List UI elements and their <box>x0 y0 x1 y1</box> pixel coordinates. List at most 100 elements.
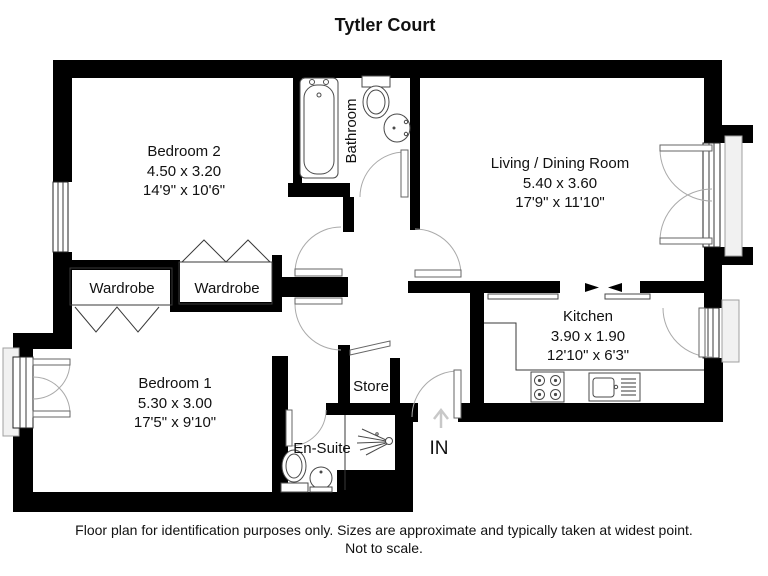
wall-right-mid <box>704 247 722 308</box>
ensuite-door-leaf <box>285 409 293 447</box>
labels: Tytler Court Bedroom 2 4.50 x 3.20 14'9"… <box>75 15 693 556</box>
wardrobe-right-bifold <box>181 239 271 263</box>
bay-door-arc-bottom <box>32 376 71 415</box>
wall-wardrobe-right-bottom <box>170 302 282 312</box>
bedroom2-door-arc <box>294 226 342 274</box>
wall-bathroom-stub <box>343 197 354 232</box>
footer-line2: Not to scale. <box>345 540 423 556</box>
door-arcs <box>32 148 713 447</box>
wall-kitchen-top-left <box>484 281 560 293</box>
kitchen-counter-top-left <box>487 293 559 300</box>
kitchen-metric: 3.90 x 1.90 <box>551 328 625 345</box>
kitchen-window-door-leaf <box>698 307 706 358</box>
wall-entry-left <box>398 403 418 422</box>
wall-hall-living <box>408 281 470 293</box>
living-window-sill <box>724 135 743 257</box>
wall-wardrobe-right-east <box>272 255 282 312</box>
bathroom-door-leaf <box>400 149 409 198</box>
entrance-arrow-icon <box>433 407 449 428</box>
kitchen-opening-arrows <box>585 283 622 292</box>
wall-top <box>53 60 722 78</box>
wardrobe-left-box <box>69 267 173 306</box>
bathroom-sink <box>383 113 411 143</box>
wall-door-bar <box>276 277 348 297</box>
ensuite-fixtures <box>280 415 393 493</box>
french-door-arc-top <box>659 148 713 202</box>
ensuite-label: En-Suite <box>293 440 351 457</box>
wall-bathroom-right <box>410 75 420 230</box>
french-door-arc-bottom <box>659 188 713 242</box>
entrance-door-arc <box>411 370 459 418</box>
wall-bay-top <box>13 349 33 357</box>
arrow-left-icon <box>608 283 622 292</box>
kitchen-counter-edge <box>484 322 704 371</box>
wardrobes <box>69 239 273 333</box>
ensuite-toilet <box>280 449 309 493</box>
bedroom2-label: Bedroom 2 <box>147 143 220 160</box>
entrance-label: IN <box>430 438 449 459</box>
wall-wardrobe-left-top <box>68 260 178 270</box>
wall-store-left <box>338 345 350 407</box>
bedroom1-door-leaf <box>294 297 343 305</box>
wall-store-right <box>390 358 400 407</box>
bedroom2-metric: 4.50 x 3.20 <box>147 163 221 180</box>
wall-wardrobe-divider <box>170 260 180 312</box>
bedroom1-bay-window <box>12 356 34 429</box>
living-metric: 5.40 x 3.60 <box>523 175 597 192</box>
windows <box>12 142 721 429</box>
bedroom2-window <box>52 181 69 253</box>
bathtub <box>299 77 339 179</box>
bedroom2-door-leaf <box>294 268 343 277</box>
door-leaves <box>32 144 713 447</box>
kitchen-imperial: 12'10" x 6'3" <box>547 347 629 364</box>
wall-shower-block <box>337 470 413 512</box>
living-label: Living / Dining Room <box>491 155 629 172</box>
living-french-window <box>702 142 721 248</box>
wall-bottom-left <box>13 492 355 512</box>
living-imperial: 17'9" x 11'10" <box>515 194 605 211</box>
footer-line1: Floor plan for identification purposes o… <box>75 522 693 538</box>
shower-head-icon <box>356 428 393 456</box>
arrow-right-icon <box>585 283 599 292</box>
wall-bathroom-bottom <box>288 183 350 197</box>
kitchen-window <box>702 307 720 359</box>
bathroom-toilet <box>361 75 391 119</box>
wall-ensuite-right <box>395 415 413 472</box>
wall-right-top <box>704 78 722 125</box>
bedroom1-door-arc <box>294 303 342 351</box>
wall-right-kitchen <box>704 358 723 422</box>
ensuite-door-arc <box>289 409 327 447</box>
wall-kitchen-top-right <box>640 281 705 293</box>
wall-bay-bottom <box>13 428 33 512</box>
store-door-leaf <box>349 340 391 356</box>
bedroom1-metric: 5.30 x 3.00 <box>138 395 212 412</box>
living-door-leaf <box>414 269 462 278</box>
kitchen-window-sill <box>721 299 740 363</box>
bay-door-leaf-top <box>32 358 71 366</box>
wall-left-mid <box>53 252 72 333</box>
wall-bathroom-left <box>293 75 302 183</box>
kitchen-label: Kitchen <box>563 308 613 325</box>
french-door-leaf-bottom <box>659 237 713 245</box>
entrance-door-leaf <box>453 369 462 419</box>
ensuite-sink <box>309 466 333 493</box>
bedroom1-label: Bedroom 1 <box>138 375 211 392</box>
store-label: Store <box>353 378 389 395</box>
kitchen-fixtures <box>484 283 704 403</box>
wall-kitchen-west <box>470 281 484 422</box>
living-door-arc <box>414 228 462 276</box>
wardrobe-right-label: Wardrobe <box>194 280 259 297</box>
wardrobe-left-bifold <box>74 306 160 333</box>
bathroom-door-arc <box>359 151 406 198</box>
hob <box>530 371 565 403</box>
bathroom-fixtures <box>299 75 411 179</box>
kitchen-counter-top-right <box>604 293 651 300</box>
wall-kitchen-bottom <box>470 403 723 422</box>
page-title: Tytler Court <box>335 15 436 35</box>
french-door-leaf-top <box>659 144 713 152</box>
kitchen-sink <box>588 372 641 402</box>
bedroom2-imperial: 14'9" x 10'6" <box>143 182 225 199</box>
bay-door-leaf-bottom <box>32 410 71 418</box>
